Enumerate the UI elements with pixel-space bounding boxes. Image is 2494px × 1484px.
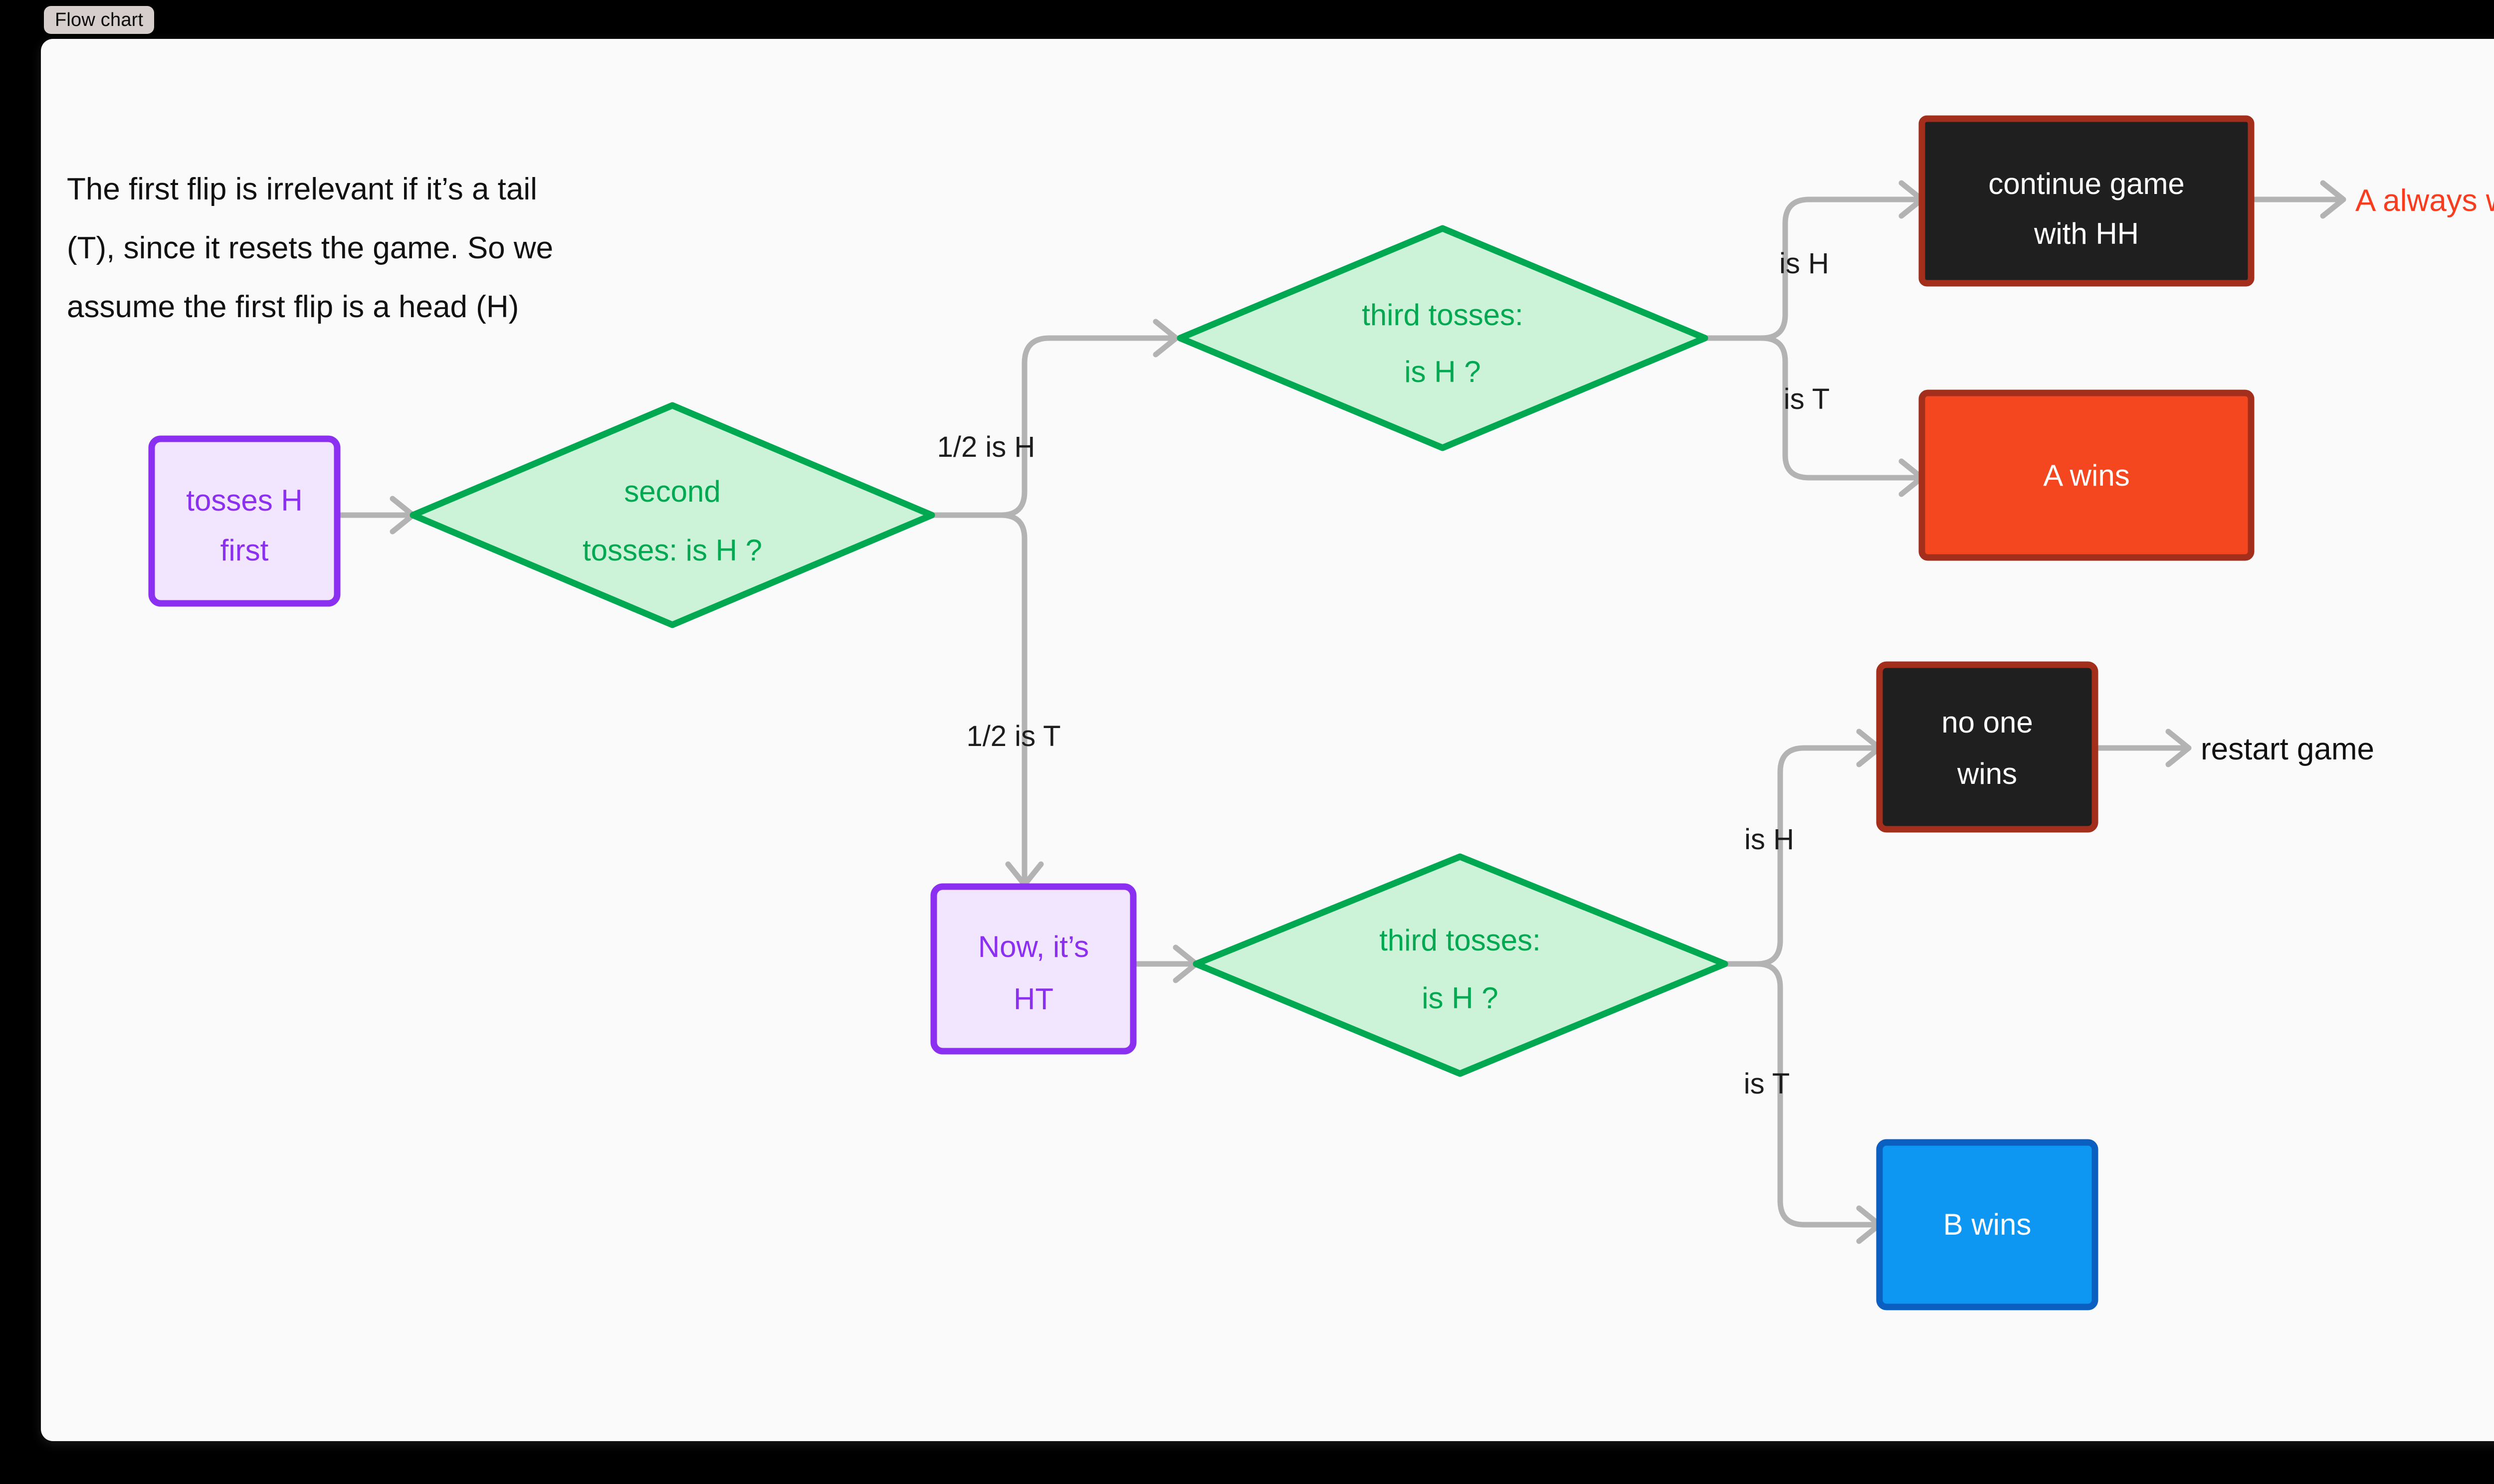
node-third-tosses-bottom-line2: is H ? (1422, 981, 1498, 1015)
edge-noonewins-to-restart (2088, 729, 2192, 767)
annotation-a-always-win: A always win in this state (2355, 184, 2494, 218)
node-tosses-h-first-shape[interactable] (148, 435, 341, 607)
node-now-its-ht[interactable]: Now, it’s HT (930, 883, 1137, 1055)
node-third-tosses-bottom[interactable]: third tosses: is H ? (1193, 853, 1728, 1077)
flowchart-title-pill: Flow chart (44, 6, 155, 34)
node-b-wins-label: B wins (1943, 1208, 2032, 1241)
node-third-tosses-top-shape[interactable] (1177, 225, 1708, 451)
node-third-tosses-top-line2: is H ? (1404, 355, 1480, 388)
edge-continue-to-annotation (2238, 180, 2346, 219)
description-line-2: (T), since it resets the game. So we (67, 231, 553, 265)
edge-label-is-t-bottom: is T (1744, 1068, 1790, 1100)
node-second-tosses[interactable]: second tosses: is H ? (410, 402, 935, 628)
edge-third-top-fork (1704, 180, 1925, 497)
edge-second-fork (931, 319, 1179, 888)
node-second-tosses-line2: tosses: is H ? (583, 534, 762, 567)
node-no-one-wins-line2: wins (1957, 757, 2017, 790)
edge-label-is-h-top: is H (1779, 247, 1829, 280)
node-a-wins-label: A wins (2043, 459, 2129, 492)
node-tosses-h-first-line2: first (220, 534, 269, 567)
node-third-tosses-top[interactable]: third tosses: is H ? (1177, 225, 1708, 451)
node-third-tosses-top-line1: third tosses: (1362, 298, 1523, 332)
edge-label-half-is-h: 1/2 is H (937, 431, 1036, 463)
node-third-tosses-bottom-line1: third tosses: (1379, 924, 1540, 957)
node-continue-game-line1: continue game (1988, 167, 2185, 200)
node-b-wins-shape[interactable] (1876, 1139, 2098, 1310)
annotation-restart-game: restart game (2201, 732, 2374, 766)
edge-label-half-is-t: 1/2 is T (966, 720, 1060, 752)
node-second-tosses-shape[interactable] (410, 402, 935, 628)
node-now-its-ht-line2: HT (1014, 982, 1053, 1016)
description-line-1: The first flip is irrelevant if it’s a t… (67, 172, 537, 206)
node-continue-game-shape[interactable] (1918, 115, 2255, 287)
edge-third-bottom-fork (1724, 729, 1882, 1244)
edge-ht-to-third-bottom (1130, 944, 1199, 983)
description-text: The first flip is irrelevant if it’s a t… (67, 172, 553, 324)
edge-label-is-t-top: is T (1784, 383, 1830, 415)
node-tosses-h-first-line1: tosses H (186, 484, 302, 517)
node-a-wins[interactable]: A wins (1918, 389, 2255, 561)
node-no-one-wins-shape[interactable] (1876, 661, 2098, 833)
node-continue-game-with-hh[interactable]: continue game with HH (1918, 115, 2255, 287)
node-tosses-h-first[interactable]: tosses H first (148, 435, 341, 607)
node-second-tosses-line1: second (624, 475, 720, 508)
flowchart-svg: .edge { fill:none; stroke:#b3b3b3; strok… (67, 115, 2494, 1310)
node-a-wins-shape[interactable] (1918, 389, 2255, 561)
node-no-one-wins-line1: no one (1941, 706, 2033, 739)
node-third-tosses-bottom-shape[interactable] (1193, 853, 1728, 1077)
node-b-wins[interactable]: B wins (1876, 1139, 2098, 1310)
node-no-one-wins[interactable]: no one wins (1876, 661, 2098, 833)
edge-start-to-second (334, 496, 416, 535)
node-continue-game-line2: with HH (2034, 217, 2139, 250)
edge-label-is-h-bottom: is H (1744, 823, 1794, 856)
flowchart-canvas[interactable]: .edge { fill:none; stroke:#b3b3b3; strok… (41, 39, 2494, 1441)
node-now-its-ht-line1: Now, it’s (978, 930, 1089, 963)
description-line-3: assume the first flip is a head (H) (67, 290, 519, 324)
node-now-its-ht-shape[interactable] (930, 883, 1137, 1055)
